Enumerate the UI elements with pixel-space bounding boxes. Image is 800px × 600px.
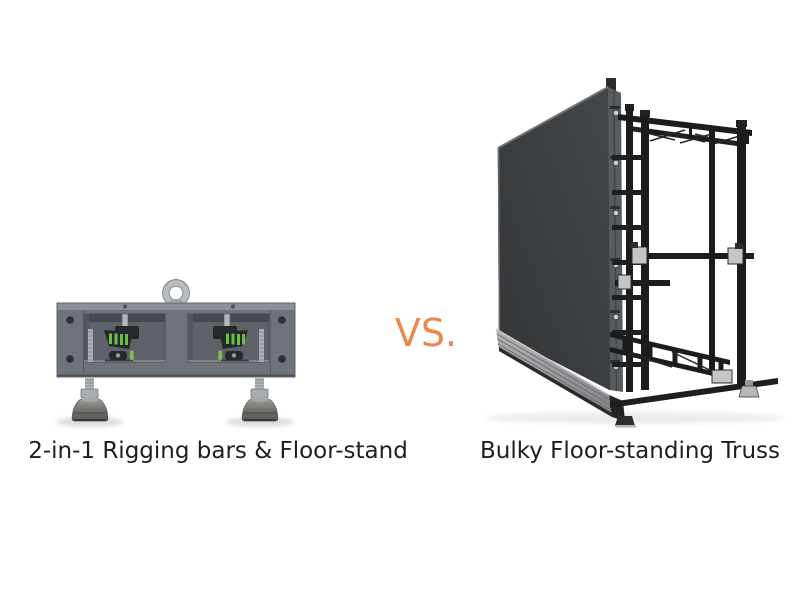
truss-frame bbox=[610, 104, 778, 408]
led-truss-image bbox=[485, 78, 785, 428]
truss-foot-rear bbox=[738, 380, 760, 398]
left-product-caption: 2-in-1 Rigging bars & Floor-stand bbox=[28, 438, 408, 464]
rigging-bar-floor-stand-image bbox=[56, 279, 296, 427]
left-recess bbox=[83, 313, 166, 363]
lock-knob-right bbox=[218, 350, 249, 362]
led-panel bbox=[497, 78, 623, 392]
lock-knob-left bbox=[105, 350, 134, 362]
right-recess bbox=[187, 313, 270, 363]
adjustable-foot-left bbox=[71, 377, 109, 422]
adjustable-foot-right bbox=[241, 377, 279, 422]
right-product-caption: Bulky Floor-standing Truss bbox=[479, 438, 781, 464]
truss-foot-front bbox=[615, 416, 636, 428]
quick-lock-clamp-right bbox=[213, 313, 248, 349]
panel-base-rail bbox=[495, 328, 636, 428]
vs-label: VS. bbox=[394, 311, 458, 355]
floor-shadow bbox=[485, 412, 785, 424]
quick-lock-clamp-left bbox=[104, 313, 139, 349]
